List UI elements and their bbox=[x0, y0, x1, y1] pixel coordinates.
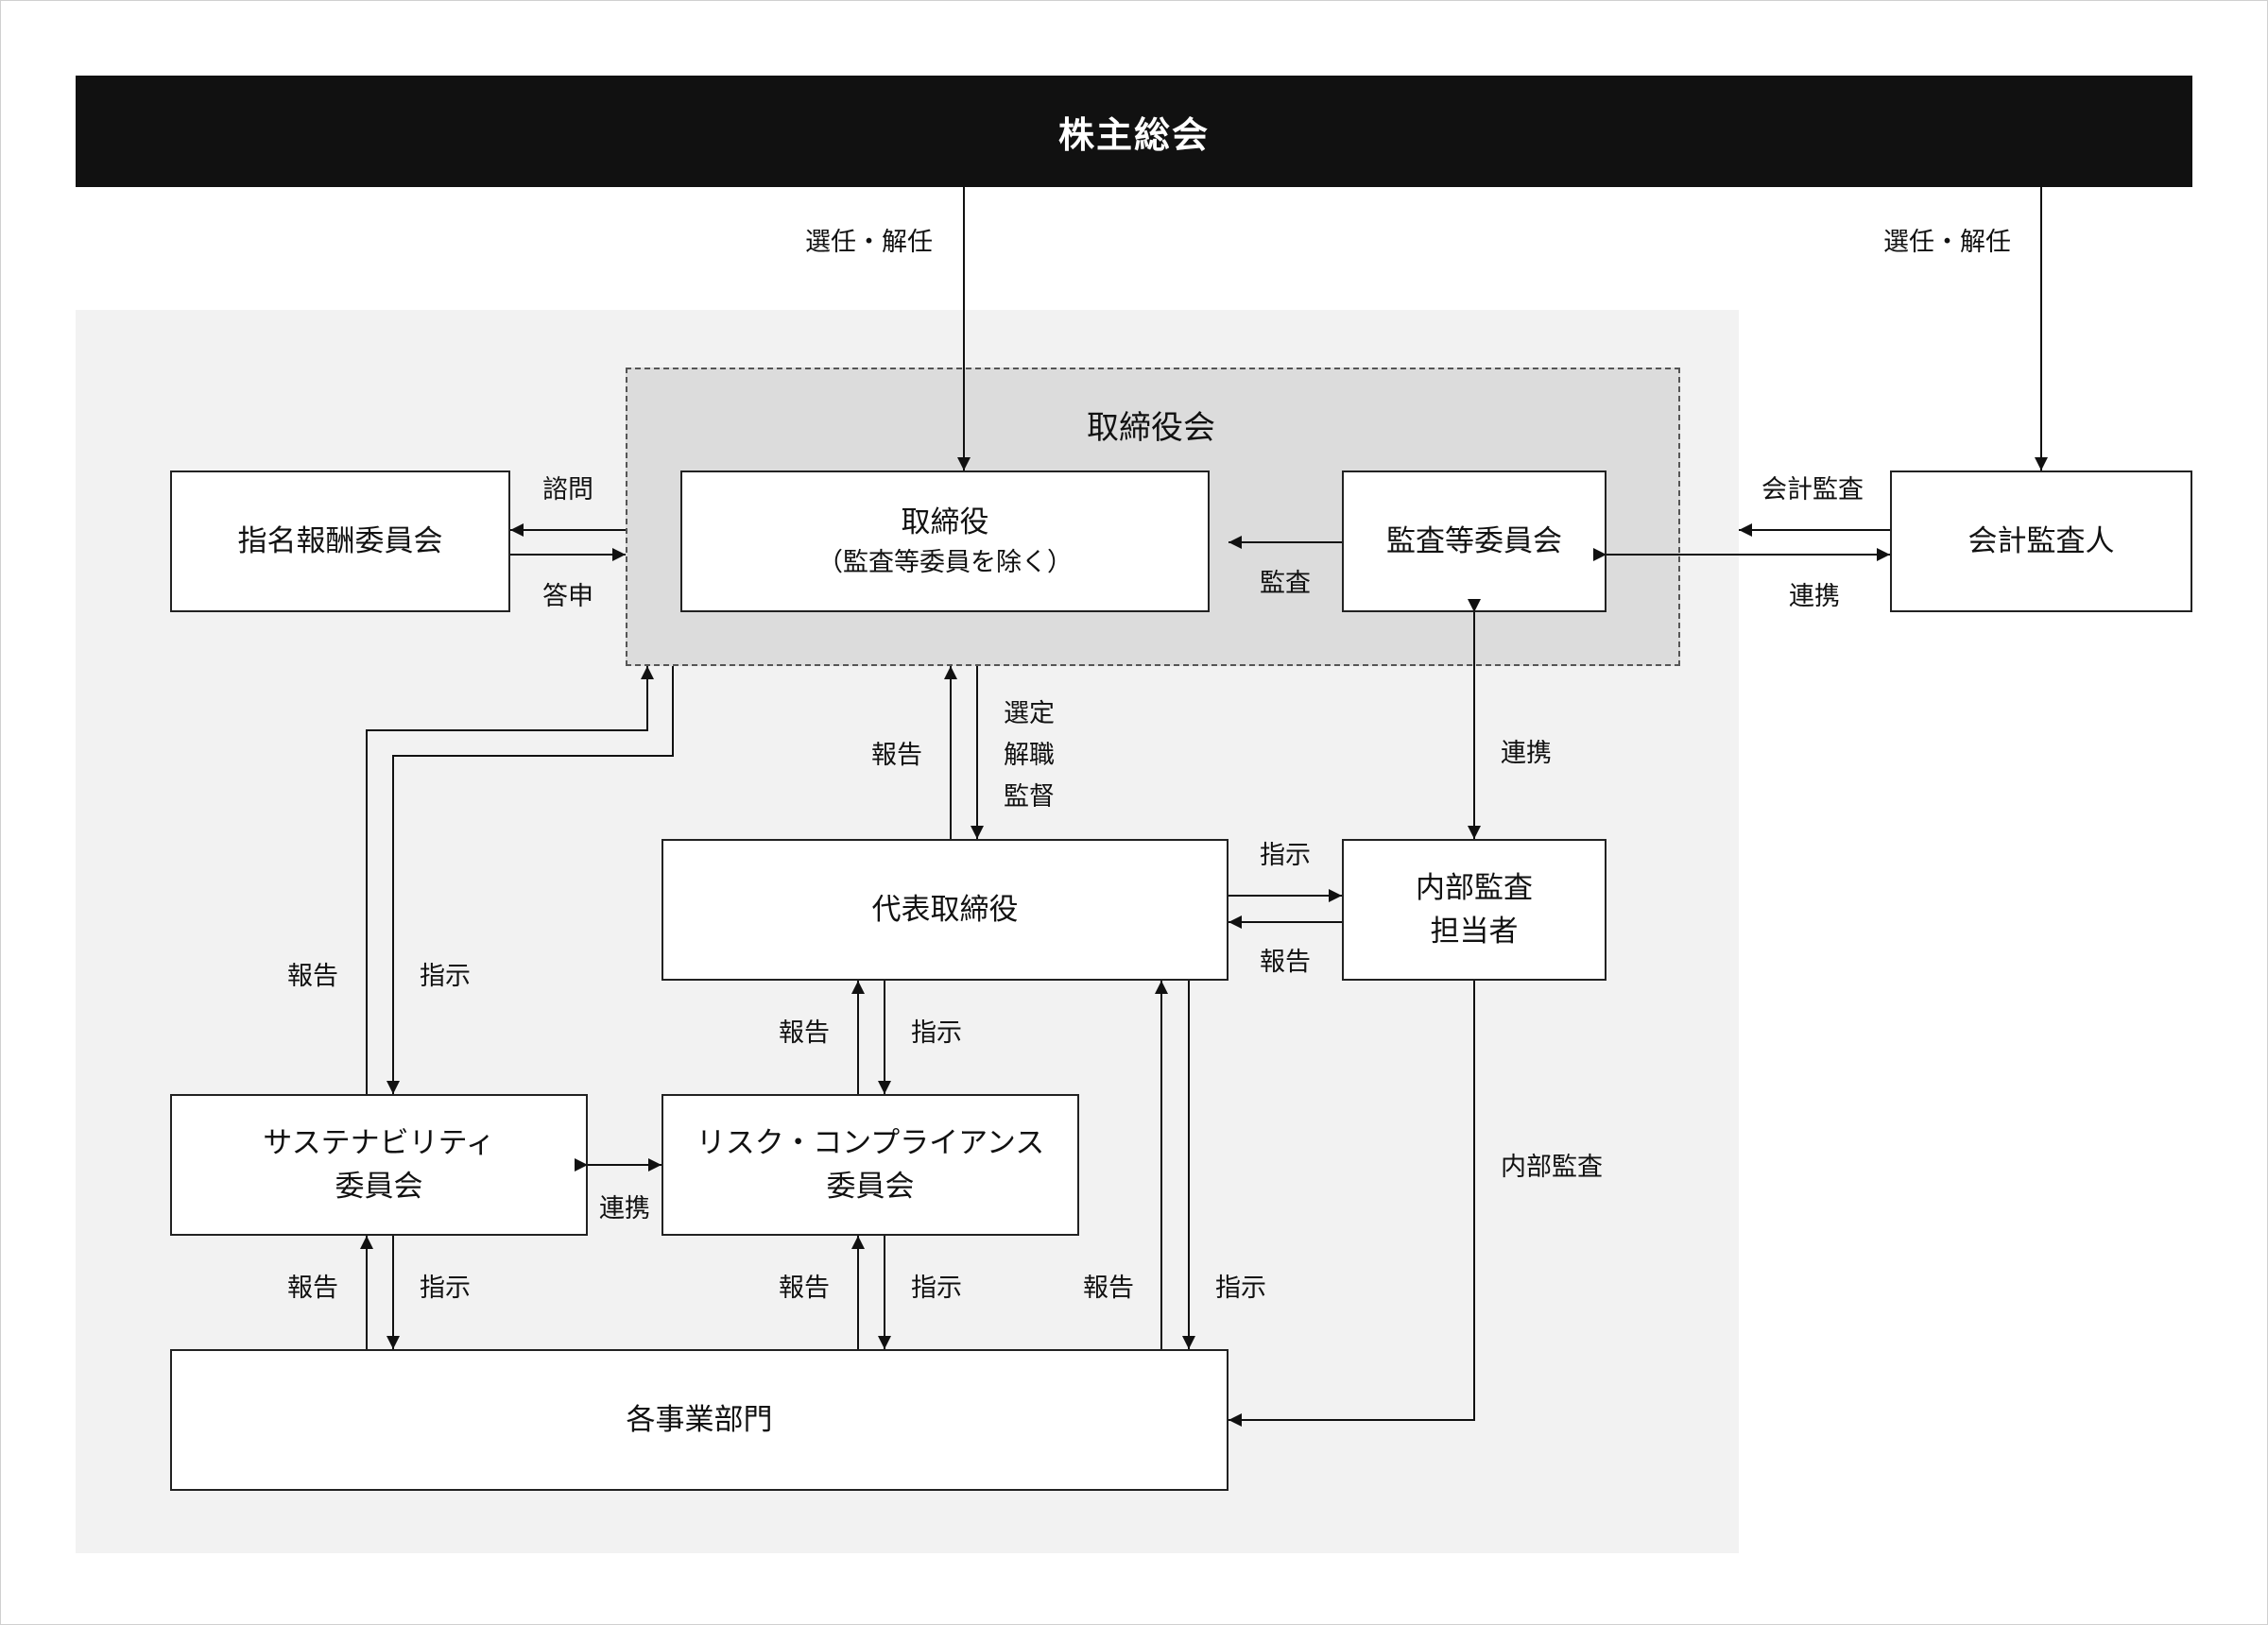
audit-committee-label: 監査等委員会 bbox=[1386, 523, 1562, 558]
label-internal-audit: 内部監査 bbox=[1501, 1153, 1603, 1182]
label-report-sustainability-to-board: 報告 bbox=[287, 962, 338, 991]
sustainability-committee-box: サステナビリティ 委員会 bbox=[170, 1094, 588, 1236]
label-instruct-representative-to-risk: 指示 bbox=[911, 1018, 962, 1048]
risk-compliance-line1: リスク・コンプライアンス bbox=[696, 1125, 1045, 1160]
business-divisions-label: 各事業部門 bbox=[626, 1402, 773, 1437]
label-instruct-risk-to-divisions: 指示 bbox=[911, 1274, 962, 1303]
label-instruct-board-to-sustainability: 指示 bbox=[420, 962, 471, 991]
label-dismissal: 解職 bbox=[1004, 741, 1055, 770]
label-select: 選定 bbox=[1004, 699, 1055, 728]
nomination-compensation-committee-label: 指名報酬委員会 bbox=[237, 523, 443, 558]
internal-audit-line1: 内部監査 bbox=[1416, 870, 1533, 905]
label-cooperation-committees: 連携 bbox=[599, 1194, 650, 1223]
representative-director-box: 代表取締役 bbox=[662, 839, 1228, 981]
label-report-risk-to-representative: 報告 bbox=[779, 1018, 830, 1048]
internal-audit-staff-box: 内部監査 担当者 bbox=[1342, 839, 1606, 981]
shareholders-meeting-bar: 株主総会 bbox=[76, 76, 2192, 187]
label-report-back: 答申 bbox=[542, 582, 593, 611]
sustainability-line2: 委員会 bbox=[335, 1170, 423, 1204]
label-report-internal-audit: 報告 bbox=[1260, 948, 1311, 977]
accounting-auditor-label: 会計監査人 bbox=[1967, 523, 2115, 558]
board-title: 取締役会 bbox=[1087, 409, 1215, 447]
label-accounting-audit: 会計監査 bbox=[1761, 475, 1864, 505]
audit-committee-box: 監査等委員会 bbox=[1342, 470, 1606, 612]
label-cooperation-internal: 連携 bbox=[1501, 739, 1552, 768]
arrow-internal-audit-to-divisions bbox=[1228, 981, 1475, 1427]
nomination-compensation-committee-box: 指名報酬委員会 bbox=[170, 470, 510, 612]
label-instruct-sustainability-to-divisions: 指示 bbox=[420, 1274, 471, 1303]
internal-audit-line2: 担当者 bbox=[1430, 915, 1519, 949]
label-elect-dismiss-auditor: 選任・解任 bbox=[1883, 228, 2011, 257]
accounting-auditor-box: 会計監査人 bbox=[1890, 470, 2192, 612]
label-report-representative-to-board: 報告 bbox=[871, 741, 922, 770]
sustainability-line1: サステナビリティ bbox=[263, 1125, 495, 1160]
arrow-board-to-sustainability bbox=[387, 666, 674, 1094]
directors-box: 取締役 （監査等委員を除く） bbox=[680, 470, 1210, 612]
label-audit: 監査 bbox=[1260, 569, 1311, 598]
label-instruct-internal-audit: 指示 bbox=[1260, 841, 1311, 870]
label-instruct-representative-to-divisions: 指示 bbox=[1215, 1274, 1266, 1303]
label-cooperation-auditor: 連携 bbox=[1789, 582, 1840, 611]
representative-director-label: 代表取締役 bbox=[871, 892, 1019, 927]
label-supervise: 監督 bbox=[1004, 782, 1055, 812]
label-report-divisions-to-representative: 報告 bbox=[1083, 1274, 1134, 1303]
risk-compliance-line2: 委員会 bbox=[826, 1170, 915, 1204]
directors-label: 取締役 bbox=[901, 505, 989, 539]
business-divisions-box: 各事業部門 bbox=[170, 1349, 1228, 1491]
label-report-divisions-to-risk: 報告 bbox=[779, 1274, 830, 1303]
label-report-divisions-to-sustainability: 報告 bbox=[287, 1274, 338, 1303]
label-elect-dismiss-directors: 選任・解任 bbox=[805, 228, 933, 257]
label-consult: 諮問 bbox=[542, 475, 593, 505]
risk-compliance-committee-box: リスク・コンプライアンス 委員会 bbox=[662, 1094, 1079, 1236]
directors-note: （監査等委員を除く） bbox=[817, 548, 1073, 577]
arrow-sustainability-to-board bbox=[366, 666, 654, 1094]
